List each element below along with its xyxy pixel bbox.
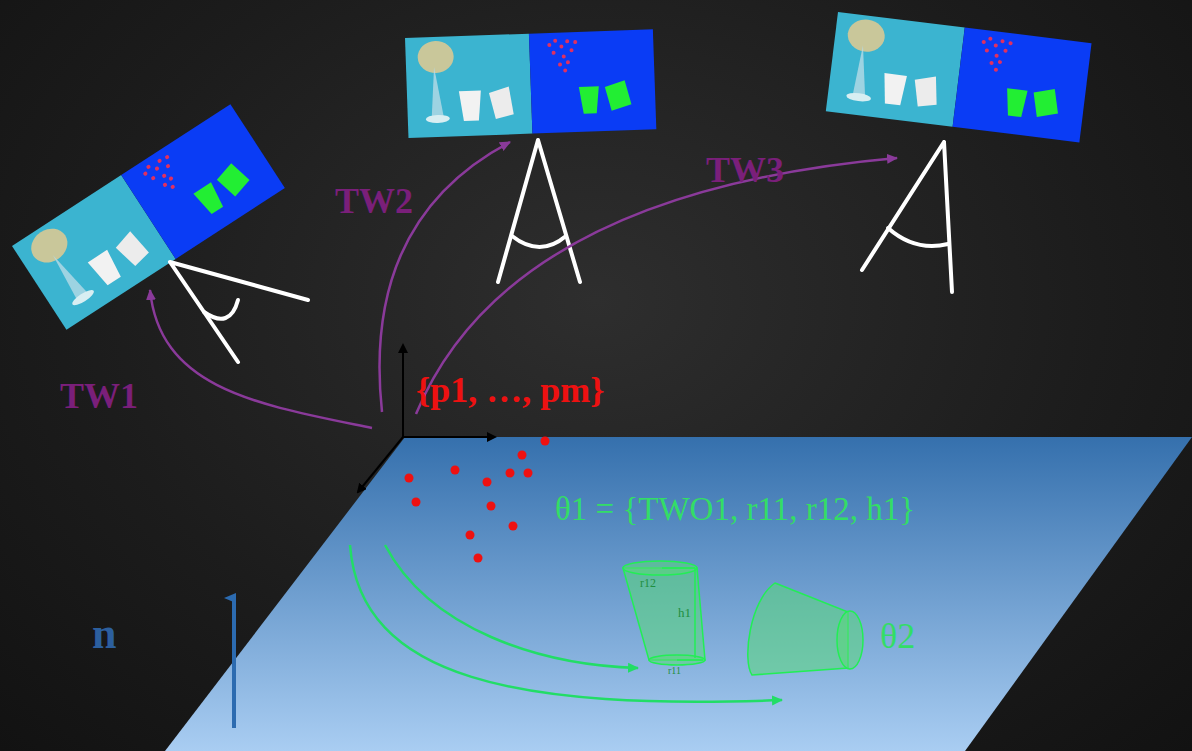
transform-label: TW1 [60, 378, 138, 414]
transform-label: TW2 [335, 183, 413, 219]
parameter-label: θ1 = {TWO1, r11, r12, h1} [555, 493, 915, 526]
parameter-label: θ2 [880, 618, 915, 654]
dimension-label: h1 [678, 606, 691, 619]
normal-label: n [92, 612, 116, 656]
dimension-label: r11 [668, 666, 681, 676]
transform-label: TW3 [706, 152, 784, 188]
dimension-label: r12 [640, 577, 656, 589]
points-label: {p1, …, pm} [416, 372, 604, 408]
